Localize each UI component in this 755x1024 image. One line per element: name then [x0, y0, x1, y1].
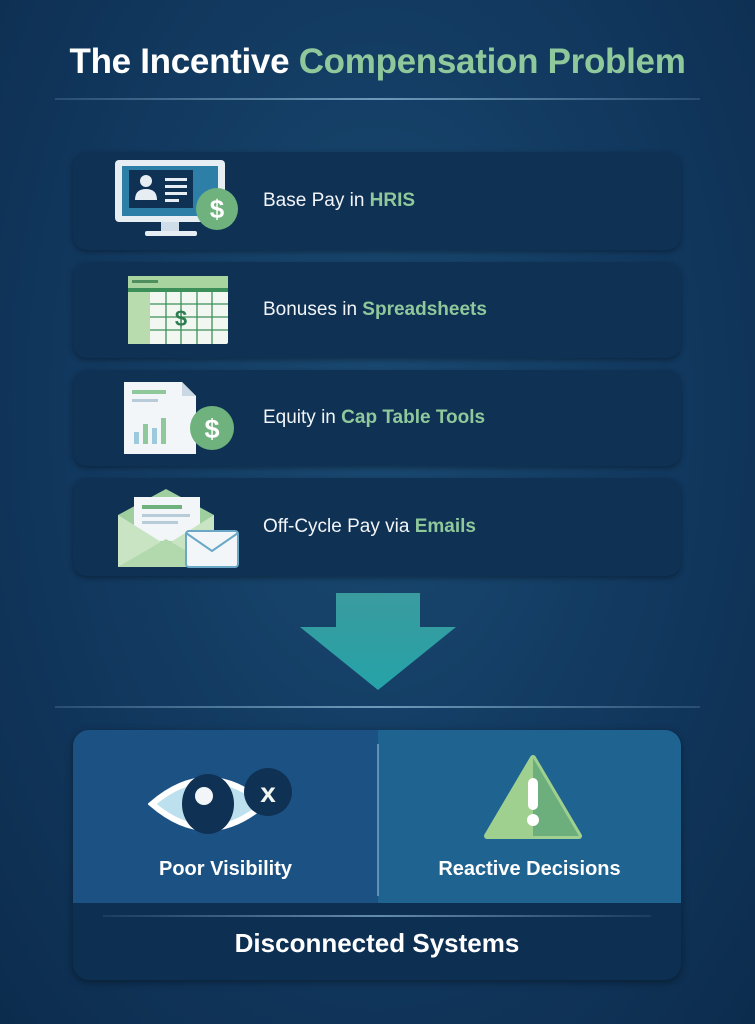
source-label: Off-Cycle Pay via Emails	[263, 516, 476, 538]
source-prefix: Off-Cycle Pay via	[263, 516, 415, 537]
envelope-icon	[108, 478, 248, 576]
outcome-label: Poor Visibility	[159, 858, 292, 880]
source-prefix: Equity in	[263, 407, 342, 428]
source-prefix: Bonuses in	[263, 299, 363, 320]
source-card-hris: $ Base Pay in HRIS	[73, 152, 681, 250]
warning-triangle-icon	[484, 755, 582, 839]
outcome-box: x Poor Visibility Reactive Decisions Dis…	[73, 730, 681, 980]
document-chart-dollar-icon: $	[108, 370, 248, 466]
outcome-poor-visibility: x Poor Visibility	[73, 730, 378, 903]
source-label: Equity in Cap Table Tools	[263, 407, 485, 429]
title-divider	[55, 98, 700, 100]
svg-text:$: $	[210, 194, 225, 224]
outcome-label: Reactive Decisions	[438, 858, 621, 880]
section-divider	[55, 706, 700, 708]
title-highlight: Compensation Problem	[298, 42, 686, 81]
source-label: Bonuses in Spreadsheets	[263, 299, 487, 321]
eye-x-icon: x	[148, 768, 292, 834]
source-highlight: Cap Table Tools	[341, 407, 486, 428]
source-card-spreadsheets: $ Bonuses in Spreadsheets	[73, 262, 681, 358]
panel-divider	[377, 744, 379, 896]
conclusion-divider	[103, 915, 651, 917]
source-highlight: HRIS	[369, 190, 416, 211]
conclusion-label: Disconnected Systems	[234, 928, 520, 958]
source-highlight: Emails	[414, 516, 476, 537]
source-card-offcycle: Off-Cycle Pay via Emails	[73, 478, 681, 576]
down-arrow-icon	[300, 593, 456, 690]
source-highlight: Spreadsheets	[362, 299, 487, 320]
svg-text:x: x	[260, 777, 276, 808]
outcome-reactive-decisions: Reactive Decisions	[378, 730, 681, 903]
source-prefix: Base Pay in	[263, 190, 370, 211]
spreadsheet-dollar-icon: $	[108, 262, 248, 358]
page-title: The Incentive Compensation Problem	[0, 42, 755, 82]
svg-text:$: $	[204, 414, 219, 444]
source-label: Base Pay in HRIS	[263, 190, 415, 212]
monitor-dollar-icon: $	[108, 152, 248, 250]
source-card-equity: $ Equity in Cap Table Tools	[73, 370, 681, 466]
svg-text:$: $	[175, 306, 187, 331]
title-part1: The Incentive	[69, 42, 299, 81]
